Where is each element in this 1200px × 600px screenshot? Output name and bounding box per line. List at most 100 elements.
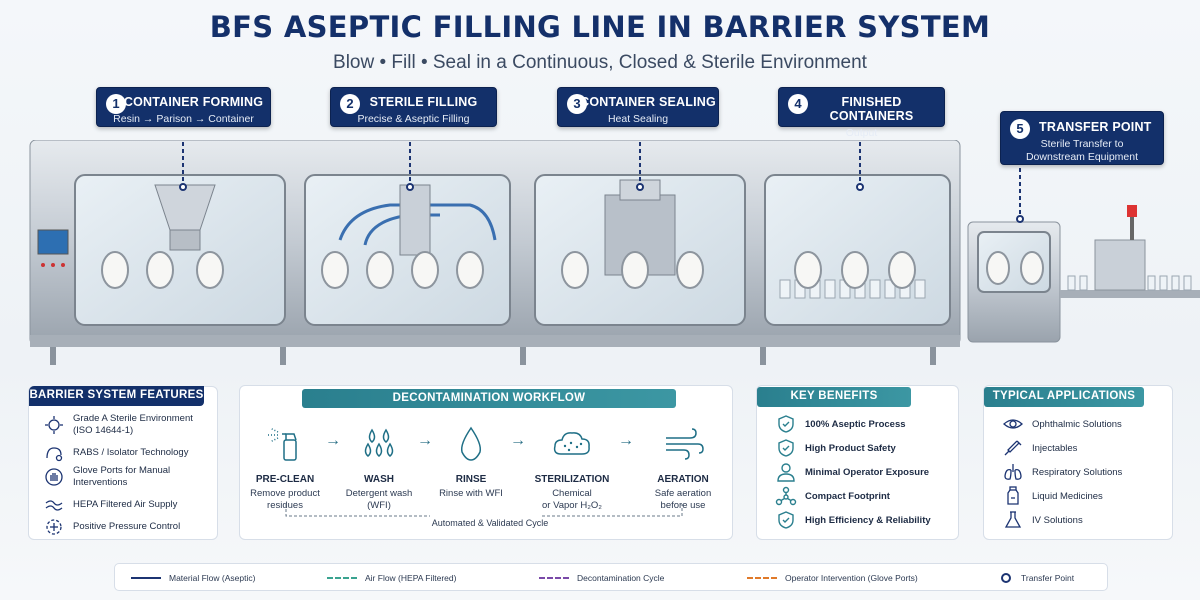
step-desc-line1: Rinse with WFI [439,488,503,499]
legend-item: Decontamination Cycle [539,573,664,583]
stage-subtitle: Heat Sealing [607,113,669,125]
syringe-icon [1004,440,1022,456]
application-label: Injectables [1032,442,1078,454]
bfs-machine-illustration [29,140,1200,365]
feature-item: RABS / Isolator Technology [43,443,188,463]
stage-number: 5 [1010,119,1030,139]
benefit-label: Compact Footprint [805,490,890,502]
stage-callout-container-sealing: 3 CONTAINER SEALING Heat Sealing [557,87,719,127]
benefit-item: 100% Aseptic Process [775,414,906,434]
stage-callout-container-forming: 1 CONTAINER FORMING Resin → Parison → Co… [96,87,271,127]
applications-heading: TYPICAL APPLICATIONS [984,387,1144,407]
benefit-label: Minimal Operator Exposure [805,466,930,478]
step-desc-line2: or Vapor H₂O₂ [542,500,602,511]
arrow-right-icon: → [417,432,433,449]
stage-subtitle-line1: Sterile Transfer to [1040,138,1124,150]
barrier-features-panel: BARRIER SYSTEM FEATURES Grade A Sterile … [28,386,218,540]
vapor-cloud-icon [553,432,590,455]
legend-dashed-line [327,577,357,579]
stage-title: FINISHED CONTAINERS [829,95,914,123]
stage-subtitle: Precise & Aseptic Filling [357,113,470,125]
feature-line1: Grade A Sterile Environment [73,413,193,424]
legend-solid-line [131,577,161,579]
glove-icon [45,468,63,486]
barrier-features-heading: BARRIER SYSTEM FEATURES [29,386,204,406]
stage-number: 2 [340,94,360,114]
application-label: Liquid Medicines [1032,490,1103,502]
feature-line1: Positive Pressure Control [73,521,181,532]
benefit-item: High Product Safety [775,438,896,458]
legend-label: Operator Intervention (Glove Ports) [785,573,918,583]
legend-item: Operator Intervention (Glove Ports) [747,573,918,583]
cycle-label: Automated & Validated Cycle [431,518,549,528]
feature-line2: Interventions [73,477,128,488]
application-label: Ophthalmic Solutions [1032,418,1122,430]
arrow-right-icon: → [325,432,341,449]
sterile-shield-icon [45,416,63,434]
transfer-point-circle-icon [1001,573,1011,583]
cycle-loop-line [285,504,683,517]
workflow-step-wash: WASH Detergent wash (WFI) [324,424,434,512]
step-desc-line1: Safe aeration [654,488,712,499]
legend-label: Air Flow (HEPA Filtered) [365,573,457,583]
benefit-item: High Efficiency & Reliability [775,510,931,530]
legend-item: Air Flow (HEPA Filtered) [327,573,456,583]
step-desc-line1: Remove product [250,488,320,499]
application-item: Liquid Medicines [1002,486,1103,506]
hepa-filter-icon [45,500,63,511]
isolator-icon [46,447,63,462]
feature-line1: RABS / Isolator Technology [73,447,189,458]
stage-callout-transfer-point: 5 TRANSFER POINT Sterile Transfer to Dow… [1000,111,1164,165]
legend-item: Transfer Point [1001,573,1074,583]
step-name: WASH [364,474,394,485]
step-desc-line1: Chemical [552,488,592,499]
benefits-heading: KEY BENEFITS [757,387,911,407]
shield-check-icon [778,415,794,433]
workflow-step-preclean: PRE-CLEAN Remove product residues [230,424,340,512]
pressure-icon [46,519,62,535]
step-desc-line2: (WFI) [367,500,391,511]
typical-applications-panel: TYPICAL APPLICATIONS Ophthalmic Solution… [983,385,1173,540]
step-name: AERATION [657,474,709,485]
stage-title: TRANSFER POINT [1039,120,1152,134]
stage-callout-finished-containers: 4 FINISHED CONTAINERS Output [778,87,945,139]
legend-item: Material Flow (Aseptic) [131,573,255,583]
workflow-step-aeration: AERATION Safe aeration before use [628,424,738,512]
stage-number: 1 [106,94,126,114]
legend: Material Flow (Aseptic) Air Flow (HEPA F… [114,563,1108,591]
legend-dashed-line [539,577,569,579]
lungs-icon [1004,464,1022,480]
page-subtitle: Blow • Fill • Seal in a Continuous, Clos… [333,52,867,73]
legend-label: Decontamination Cycle [577,573,665,583]
wind-icon [666,428,704,460]
feature-item: Grade A Sterile Environment(ISO 14644-1) [43,413,193,437]
feature-item: Positive Pressure Control [43,517,180,537]
application-item: Ophthalmic Solutions [1002,414,1122,434]
stage-title: CONTAINER FORMING [123,95,264,109]
stage-number: 3 [567,94,587,114]
person-icon [777,463,795,482]
bottle-icon [1007,486,1019,505]
step-name: PRE-CLEAN [255,474,315,485]
feature-line2: (ISO 14644-1) [73,425,134,436]
benefit-label: 100% Aseptic Process [805,418,906,430]
stage-title: CONTAINER SEALING [580,95,716,109]
key-benefits-panel: KEY BENEFITS 100% Aseptic Process High P… [756,385,959,540]
feature-item: HEPA Filtered Air Supply [43,495,177,515]
feature-line1: Glove Ports for Manual [73,465,171,476]
workflow-heading: DECONTAMINATION WORKFLOW [302,389,676,408]
page-title: BFS ASEPTIC FILLING LINE IN BARRIER SYST… [209,10,991,44]
step-name: RINSE [455,474,487,485]
legend-label: Transfer Point [1021,573,1075,583]
application-item: Respiratory Solutions [1002,462,1122,482]
stage-subtitle: Output [845,127,878,139]
application-item: IV Solutions [1002,510,1083,530]
stage-callout-sterile-filling: 2 STERILE FILLING Precise & Aseptic Fill… [330,87,497,127]
droplet-icon [460,426,482,461]
step-desc-line1: Detergent wash [345,488,413,499]
step-desc-line2: residues [267,500,303,511]
arrow-right-icon: → [510,432,526,449]
stage-subtitle-line2: Downstream Equipment [1025,151,1139,163]
step-name: STERILIZATION [534,474,610,485]
stage-subtitle: Resin → Parison → Container [113,113,254,125]
